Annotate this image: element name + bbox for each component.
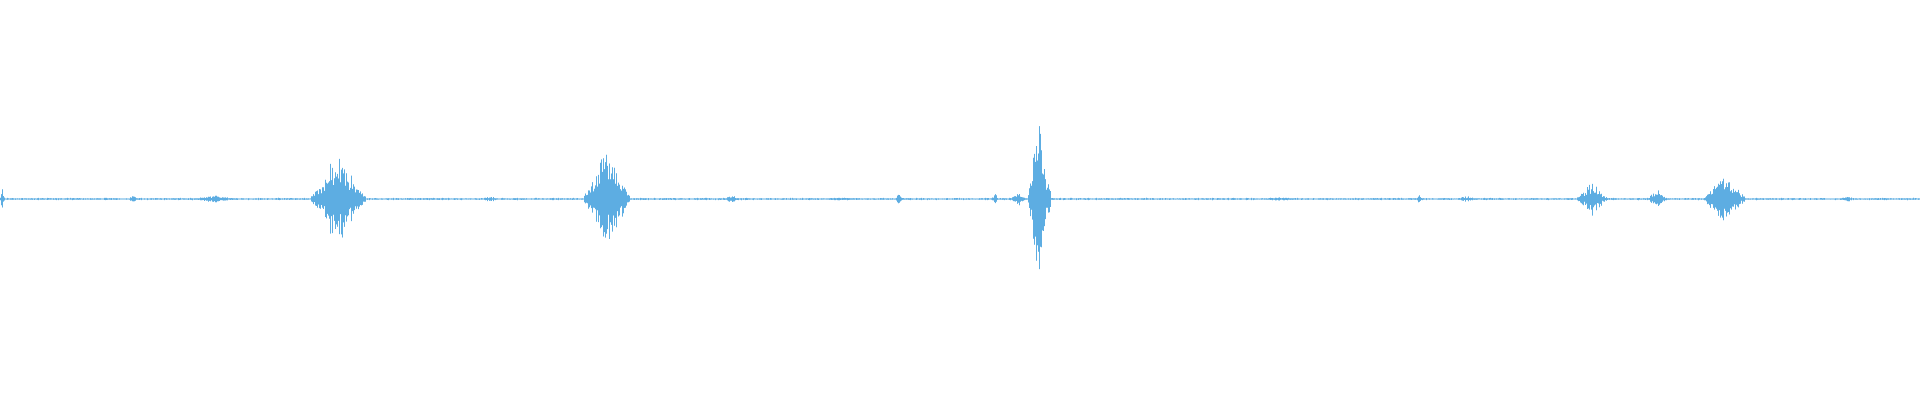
- waveform-path: [0, 126, 1920, 270]
- waveform-bursts: [0, 126, 1920, 270]
